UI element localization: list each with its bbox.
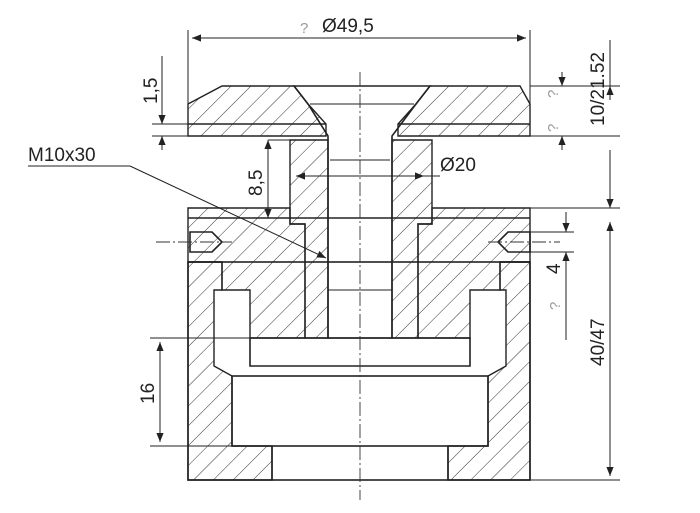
label-right-main: 40/47 — [588, 318, 609, 366]
marker-top-diameter: ? — [300, 20, 308, 37]
label-small-4: 4 — [544, 263, 565, 274]
marker-right-top-1: ? — [545, 124, 562, 132]
dim-right-top: ? ? 10/21.52 — [530, 40, 620, 150]
dim-height-8-5: 8,5 — [246, 139, 290, 218]
outer-housing — [187, 261, 531, 481]
marker-small-4: ? — [547, 302, 564, 310]
label-top-diameter: Ø49,5 — [322, 16, 374, 37]
label-thickness: 1,5 — [141, 78, 162, 104]
label-height-8-5: 8,5 — [246, 170, 267, 196]
cover-disc — [187, 85, 531, 137]
dim-bottom-16: 16 — [138, 337, 250, 447]
label-diameter-20: Ø20 — [440, 155, 476, 176]
label-bolt: M10x30 — [28, 145, 96, 166]
adapter-sleeve — [187, 139, 531, 339]
dim-right-main: 40/47 — [530, 150, 620, 481]
dim-top-diameter: ? Ø49,5 — [187, 16, 531, 104]
dim-thickness: 1,5 — [141, 56, 188, 150]
label-right-top: 10/21.52 — [588, 52, 609, 126]
dim-small-4: 4 ? — [530, 212, 574, 340]
dim-bolt-leader: M10x30 — [28, 145, 327, 259]
dim-diameter-20: Ø20 — [296, 155, 476, 180]
label-bottom-16: 16 — [138, 383, 159, 404]
marker-right-top-2: ? — [545, 90, 562, 98]
